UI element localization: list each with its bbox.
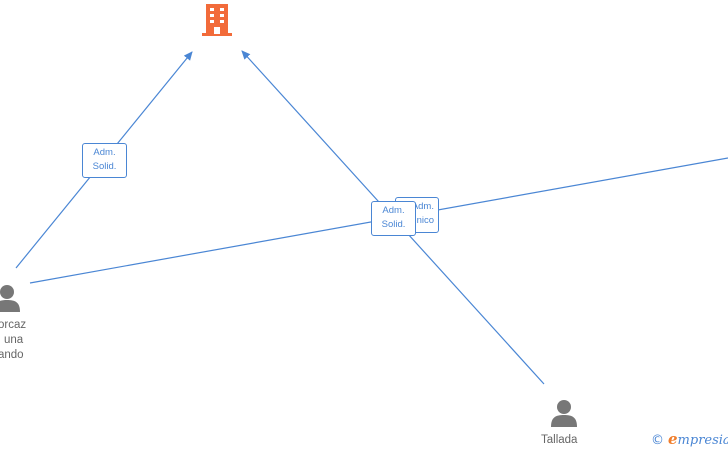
empresia-watermark: © empresia xyxy=(651,430,728,448)
brand-initial: e xyxy=(668,430,678,448)
person-left-label-line: orcaz xyxy=(0,319,27,331)
edge-label-line: Adm. xyxy=(93,147,116,158)
person-left-label: orcaz una ando xyxy=(0,318,26,363)
person-left-label-line: ando xyxy=(0,349,24,361)
edge-label-line: Adm. xyxy=(382,205,405,216)
company-node[interactable] xyxy=(200,2,234,38)
edge-label-left-to-company[interactable]: Adm. Solid. xyxy=(82,143,127,178)
brand-name: mpresia xyxy=(677,433,728,448)
edge-label-bottom-to-company[interactable]: Adm. Solid. xyxy=(371,201,416,236)
person-node-bottom[interactable] xyxy=(550,398,578,428)
building-icon xyxy=(202,4,232,36)
person-icon xyxy=(0,285,20,312)
edge-label-line: nico xyxy=(416,215,434,226)
edge-label-line: Solid. xyxy=(381,219,406,230)
copyright-icon: © xyxy=(651,433,664,448)
person-node-left[interactable] xyxy=(0,283,20,313)
person-bottom-label-line: Tallada xyxy=(541,434,578,446)
person-left-label-line: una xyxy=(4,334,24,346)
person-bottom-label: Tallada xyxy=(541,433,577,448)
person-icon xyxy=(551,400,577,427)
edge-label-line: Adm. xyxy=(411,201,434,212)
edge-label-line: Solid. xyxy=(92,161,117,172)
